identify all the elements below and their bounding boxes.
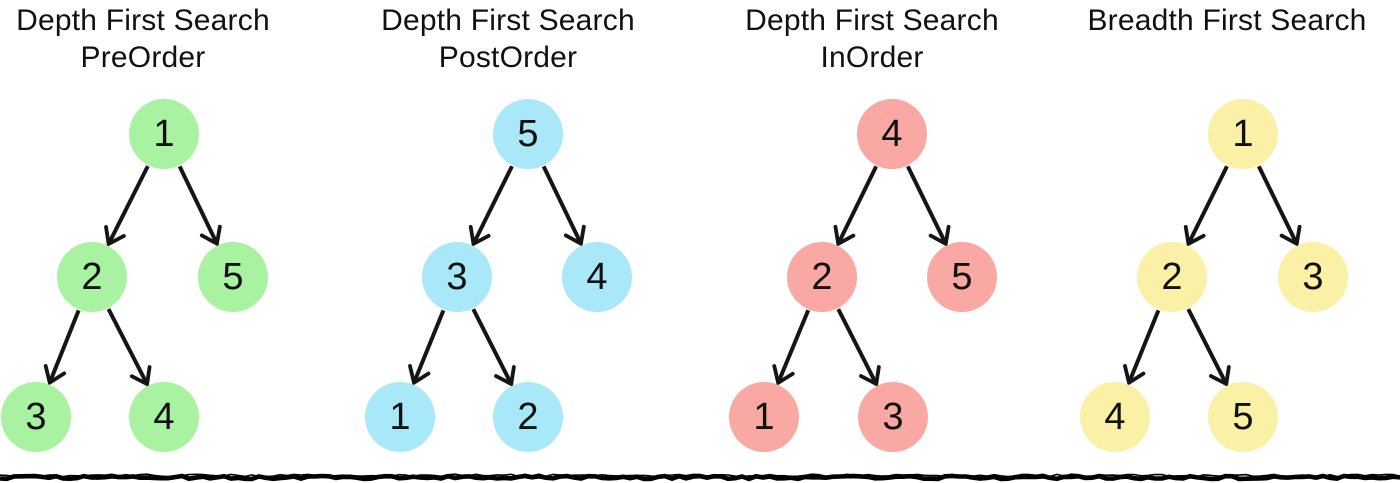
tree-node: 1 bbox=[365, 382, 435, 452]
diagram-title-bfs: Breadth First Search bbox=[1087, 4, 1367, 37]
tree-node: 2 bbox=[787, 242, 857, 312]
tree-node: 3 bbox=[1278, 242, 1348, 312]
tree-edge-arrow bbox=[1183, 165, 1229, 247]
tree-node: 2 bbox=[493, 382, 563, 452]
tree-node: 5 bbox=[493, 99, 563, 169]
tree-edge-arrow bbox=[772, 309, 811, 386]
tree-edge-arrow bbox=[106, 308, 152, 388]
tree-edge-arrow bbox=[1257, 165, 1302, 247]
tree-node: 2 bbox=[57, 242, 127, 312]
divider-line bbox=[0, 473, 1400, 482]
tree-node: 4 bbox=[857, 99, 927, 169]
diagram-title-dfs-postorder: Depth First Search PostOrder bbox=[381, 4, 635, 74]
tree-edge-arrow bbox=[104, 165, 150, 247]
tree-node: 3 bbox=[858, 382, 928, 452]
tree-node: 1 bbox=[1208, 99, 1278, 169]
tree-edge-arrow bbox=[836, 308, 881, 387]
tree-edge-arrow bbox=[1186, 308, 1231, 387]
diagram-title-dfs-preorder: Depth First Search PreOrder bbox=[16, 4, 270, 74]
tree-edge-arrow bbox=[408, 309, 446, 386]
tree-node: 5 bbox=[1208, 382, 1278, 452]
tree-edge-arrow bbox=[177, 165, 222, 247]
tree-node: 3 bbox=[422, 242, 492, 312]
divider-line-texture bbox=[0, 473, 1400, 478]
tree-node: 4 bbox=[1080, 382, 1150, 452]
tree-edge-arrow bbox=[906, 165, 951, 247]
tree-node: 3 bbox=[1, 382, 71, 452]
tree-edge-arrow bbox=[468, 165, 514, 247]
tree-node: 4 bbox=[562, 242, 632, 312]
tree-edge-arrow bbox=[43, 309, 81, 386]
tree-edge-arrow bbox=[471, 308, 516, 387]
tree-node: 2 bbox=[1137, 242, 1207, 312]
tree-edge-arrow bbox=[1123, 309, 1161, 386]
diagram-title-dfs-inorder: Depth First Search InOrder bbox=[745, 4, 999, 74]
tree-edge-arrow bbox=[833, 165, 878, 247]
tree-node: 1 bbox=[129, 99, 199, 169]
tree-node: 1 bbox=[729, 382, 799, 452]
tree-node: 4 bbox=[129, 382, 199, 452]
tree-edge-arrow bbox=[541, 165, 586, 247]
tree-node: 5 bbox=[198, 242, 268, 312]
tree-node: 5 bbox=[927, 242, 997, 312]
